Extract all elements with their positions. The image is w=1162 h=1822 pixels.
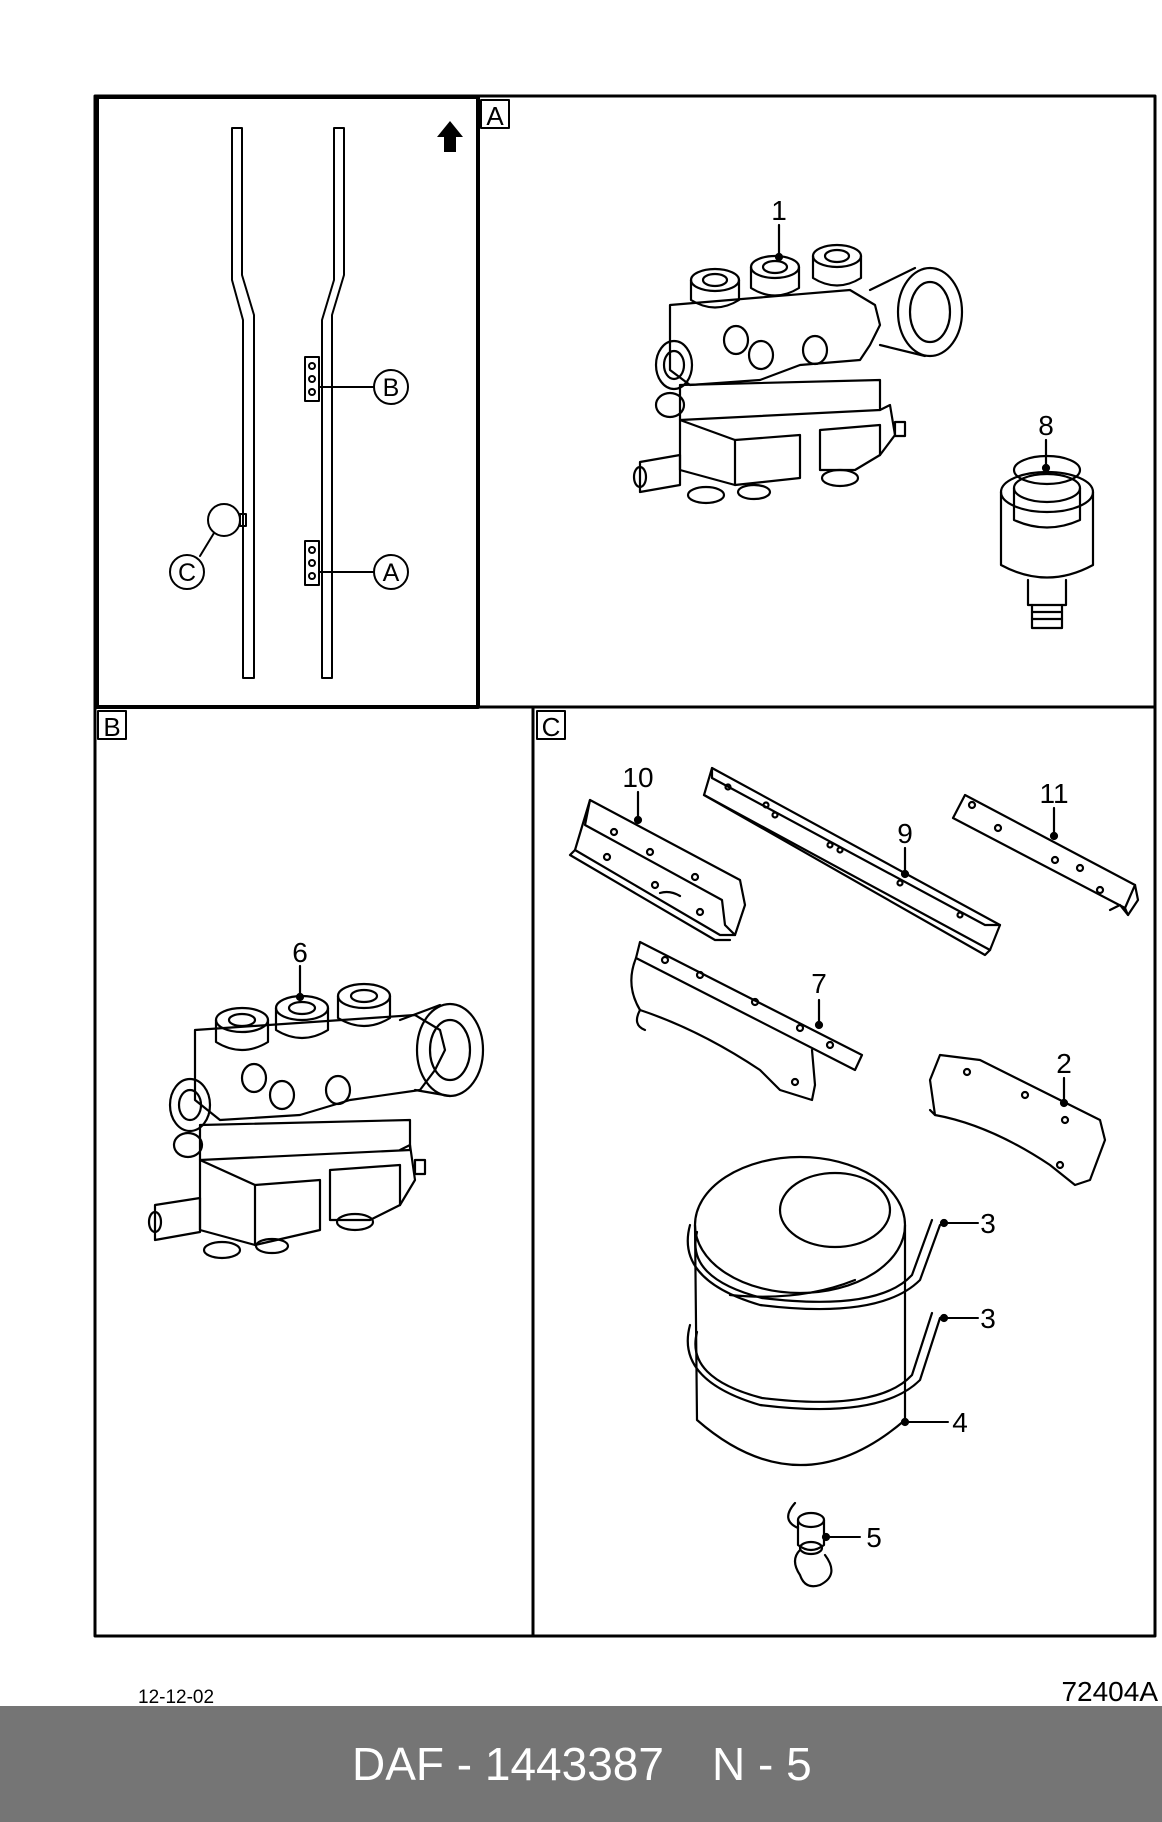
- forward-arrow-icon: [437, 121, 463, 152]
- valve-block-a: [632, 223, 964, 505]
- footer-page: N - 5: [712, 1738, 812, 1790]
- valve-block-b: [147, 964, 485, 1260]
- panel-a-label-box: [480, 99, 510, 129]
- parts-diagram: A B C B C A 1 8 6 10 9 11 7 2 3 3 4 5: [93, 94, 1157, 1638]
- air-tank: [693, 1155, 907, 1467]
- bracket-7: [630, 940, 864, 1102]
- marker-a-circle: [373, 554, 409, 590]
- drawing-number: 72404A: [1061, 1676, 1158, 1707]
- callout-1: 1: [771, 195, 787, 226]
- callout-11: 11: [1039, 778, 1068, 809]
- panel-c-label-box: [536, 710, 566, 740]
- callout-3-upper: 3: [980, 1208, 996, 1239]
- bracket-10: [568, 790, 747, 942]
- callout-10: 10: [622, 762, 653, 793]
- callout-8: 8: [1038, 410, 1054, 441]
- callout-9: 9: [897, 818, 913, 849]
- marker-c-label: C: [178, 559, 196, 587]
- marker-b-label: B: [383, 374, 400, 402]
- panel-a-letter: A: [486, 101, 504, 131]
- marker-a-label: A: [383, 559, 400, 587]
- bracket-9: [702, 766, 1002, 957]
- marker-b-circle: [373, 369, 409, 405]
- callout-7: 7: [811, 968, 827, 999]
- panel-b-label-box: [97, 710, 127, 740]
- bracket-2: [928, 1053, 1107, 1187]
- drawing-date: 12-12-02: [138, 1687, 215, 1708]
- drain-valve: [787, 1501, 861, 1588]
- pressure-sensor: [999, 438, 1095, 630]
- callout-6: 6: [292, 937, 308, 968]
- bracket-11: [951, 793, 1140, 917]
- footer-brand-part: DAF - 1443387: [352, 1738, 664, 1790]
- footer-bar: DAF - 1443387 N - 5: [0, 1706, 1162, 1822]
- callout-3-lower: 3: [980, 1303, 996, 1334]
- chassis-frame: [199, 127, 374, 679]
- marker-c-circle: [169, 554, 205, 590]
- panel-c-letter: C: [542, 712, 561, 742]
- callout-5: 5: [866, 1522, 882, 1553]
- overview-panel: [95, 95, 480, 709]
- panel-b-letter: B: [103, 712, 120, 742]
- tank-straps: [686, 1218, 979, 1427]
- callout-4: 4: [952, 1407, 968, 1438]
- outer-frame: [93, 94, 1157, 1638]
- callout-2: 2: [1056, 1048, 1072, 1079]
